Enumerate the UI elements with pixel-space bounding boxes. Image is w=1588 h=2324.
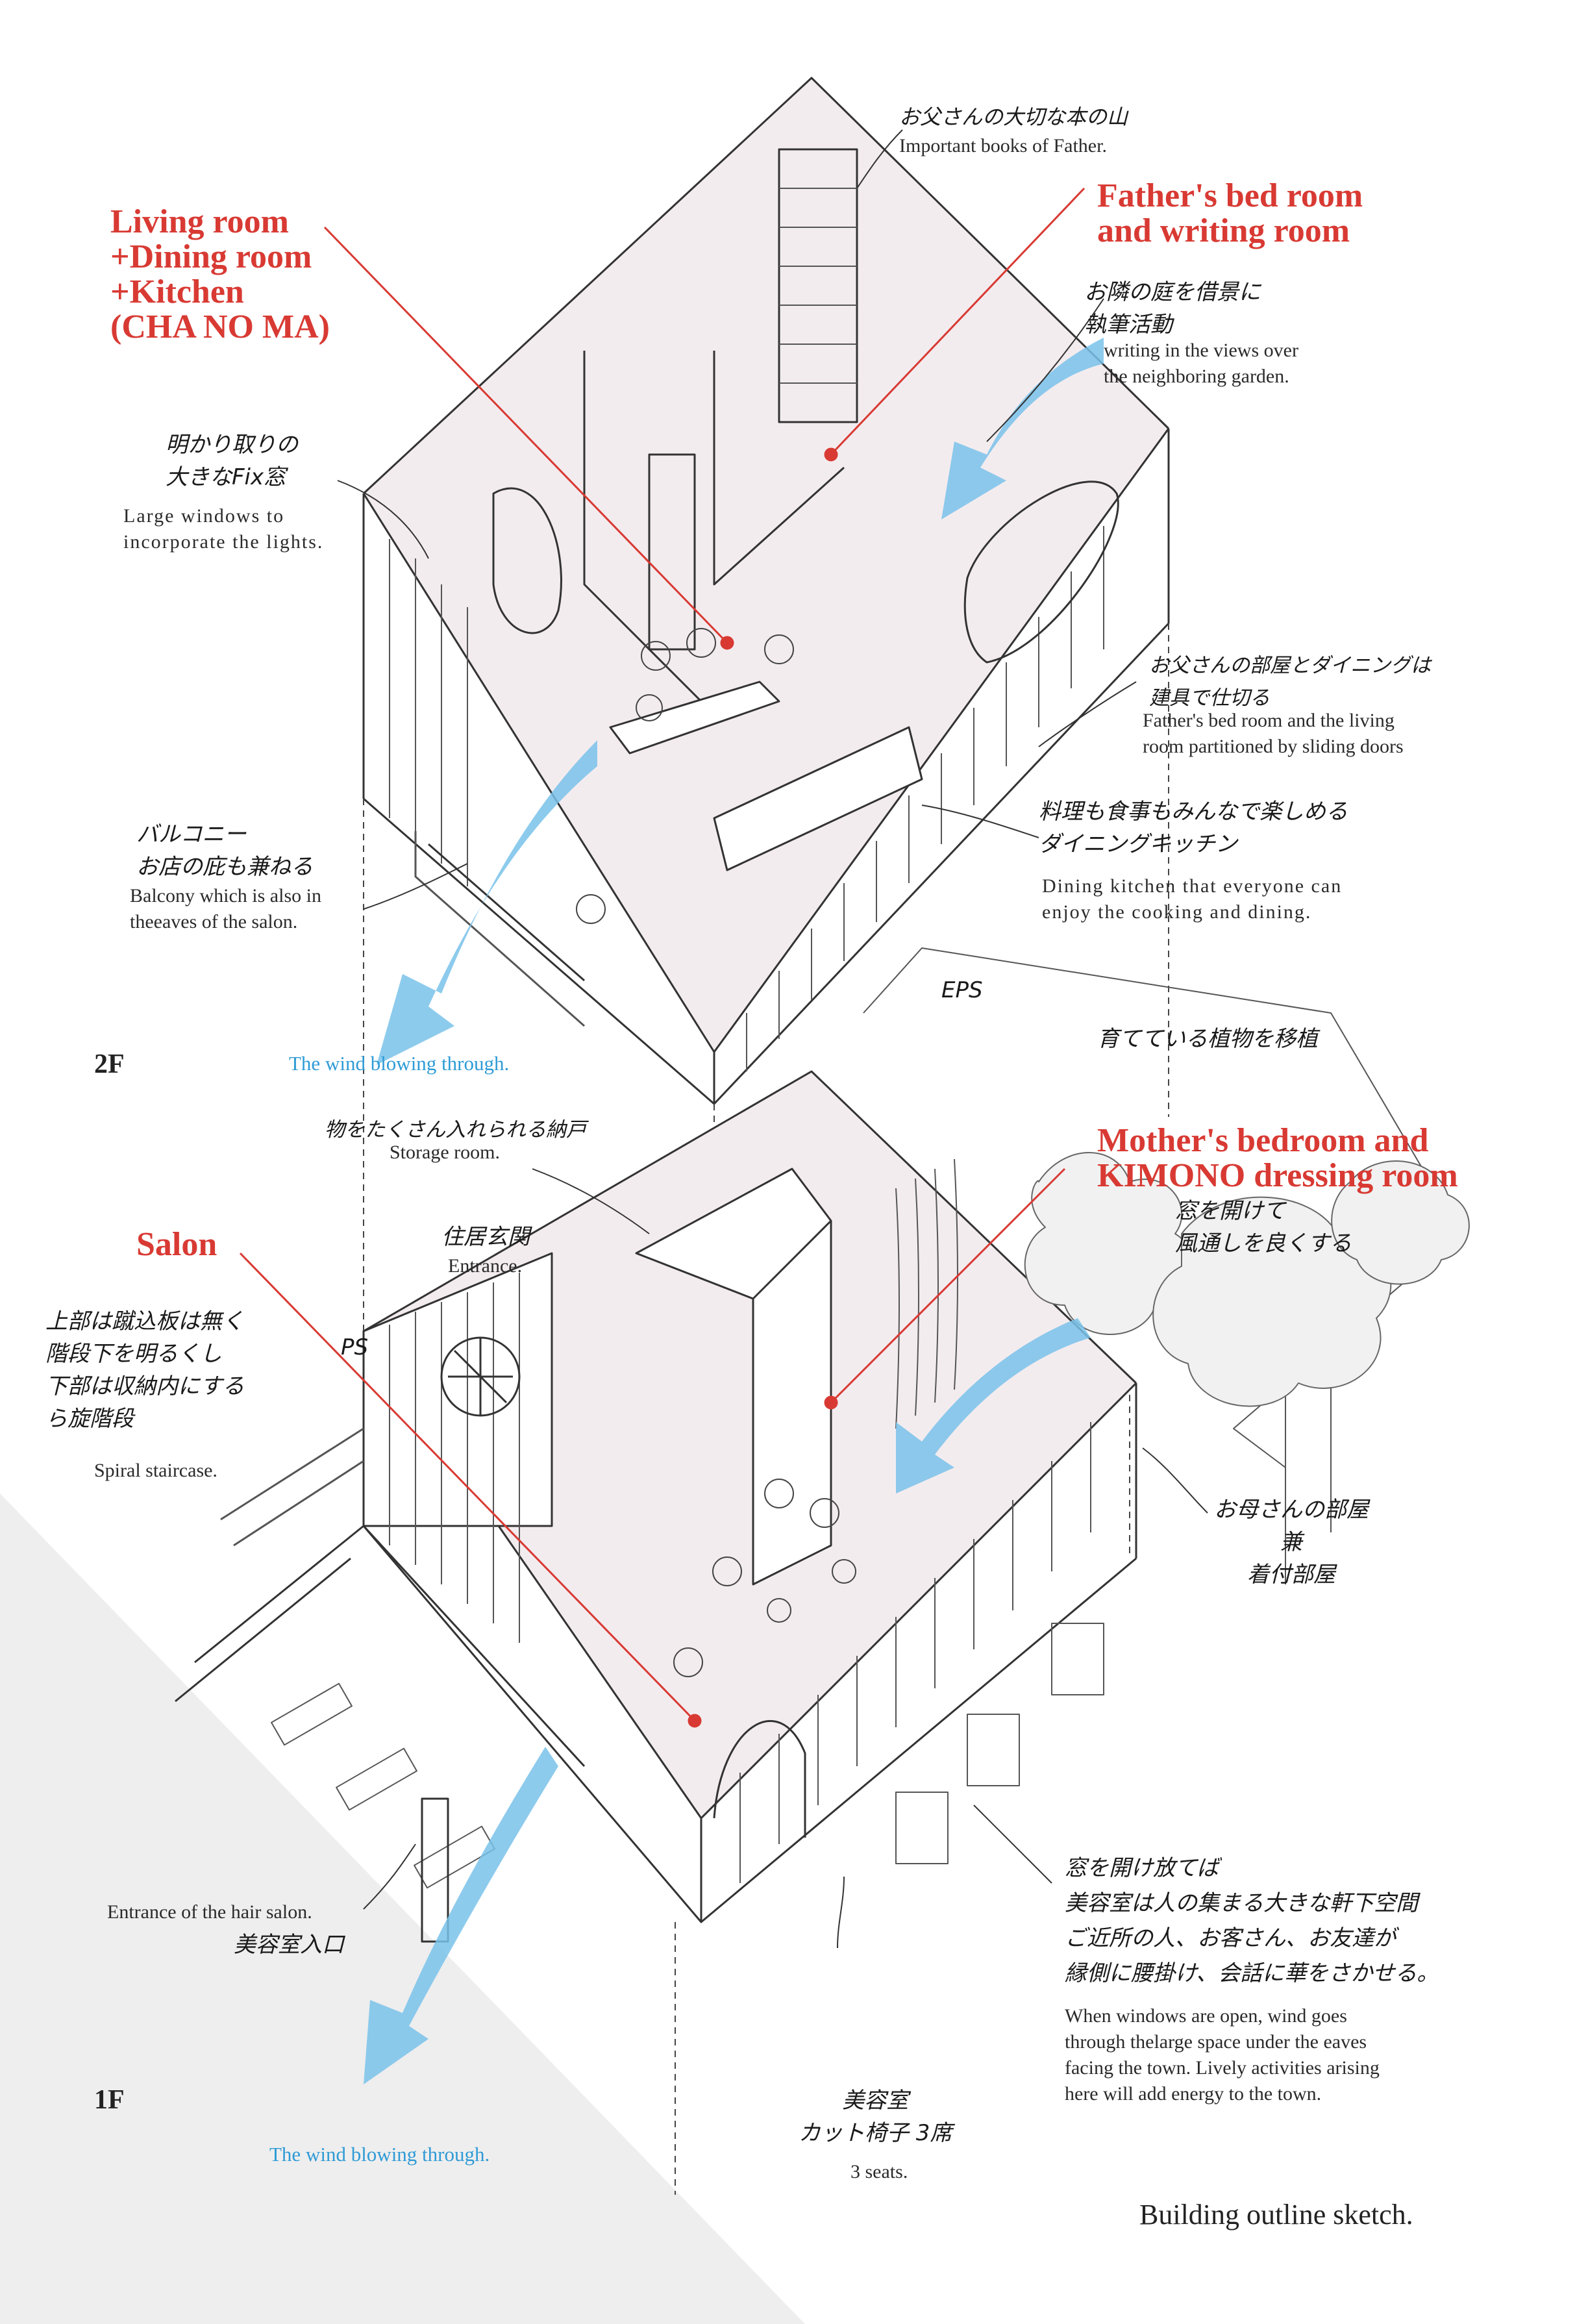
partition-note: Father's bed room and the living room pa… bbox=[1143, 710, 1404, 757]
storage-note: Storage room. bbox=[390, 1142, 500, 1163]
windows-note-jp: 明かり取りの 大きなFix窓 bbox=[166, 432, 298, 490]
balcony-note-jp: バルコニー お店の庇も兼ねる bbox=[136, 821, 313, 880]
garden-trees bbox=[1024, 1152, 1470, 1407]
writing-note-jp: お隣の庭を借景に 執筆活動 bbox=[1084, 279, 1261, 338]
floor-label-2f: 2F bbox=[94, 1049, 125, 1079]
wind-open-note: When windows are open, wind goes through… bbox=[1065, 2005, 1380, 2105]
father-room-label: Father's bed room and writing room bbox=[1097, 177, 1363, 249]
entrance-note-jp: 住居玄関 bbox=[441, 1224, 530, 1250]
dining-note-jp: 料理も食事もみんなで楽しめる ダイニングキッチン bbox=[1039, 799, 1348, 857]
wind-open-note-jp: 窓を開け放てば 美容室は人の集まる大きな軒下空間 ご近所の人、お客さん、お友達が… bbox=[1065, 1855, 1439, 1986]
salon-entrance-note-jp: 美容室入口 bbox=[234, 1932, 344, 1958]
background-triangle bbox=[0, 1493, 805, 2324]
partition-note-jp: お父さんの部屋とダイニングは 建具で仕切る bbox=[1149, 654, 1431, 710]
living-room-label: Living room +Dining room +Kitchen (CHA N… bbox=[110, 203, 330, 345]
ps-label: PS bbox=[341, 1334, 369, 1360]
storage-note-jp: 物をたくさん入れられる納戸 bbox=[325, 1118, 586, 1142]
books-note-jp: お父さんの大切な本の山 bbox=[899, 105, 1128, 129]
balcony-note: Balcony which is also in theeaves of the… bbox=[130, 885, 321, 932]
entrance-note: Entrance. bbox=[448, 1255, 523, 1277]
floor-2-slab bbox=[364, 78, 1169, 1052]
wind-arrows bbox=[364, 338, 1104, 2084]
wind-label-1f: The wind blowing through. bbox=[269, 2143, 490, 2166]
salon-entrance-note: Entrance of the hair salon. bbox=[107, 1901, 312, 1923]
writing-note: writing in the views over the neighborin… bbox=[1104, 340, 1298, 387]
eps-label: EPS bbox=[941, 977, 983, 1003]
mother-room-label: Mother's bedroom and KIMONO dressing roo… bbox=[1097, 1122, 1458, 1194]
dining-note: Dining kitchen that everyone can enjoy t… bbox=[1042, 875, 1343, 923]
floor-1-slab bbox=[364, 1071, 1136, 1818]
spiral-note-jp: 上部は蹴込板は無く 階段下を明るくし 下部は収納内にする ら旋階段 bbox=[45, 1308, 245, 1432]
plants-note-jp: 育てている植物を移植 bbox=[1097, 1026, 1318, 1052]
wind-label-2f: The wind blowing through. bbox=[289, 1052, 510, 1075]
floor-1-volume bbox=[175, 1070, 1137, 1943]
salon-seats-note-jp: 美容室 カット椅子 3席 bbox=[799, 2088, 952, 2146]
seats-note: 3 seats. bbox=[850, 2161, 908, 2182]
floor-2-volume bbox=[362, 77, 1170, 1105]
floor-label-1f: 1F bbox=[94, 2085, 125, 2115]
windows-note: Large windows to incorporate the lights. bbox=[123, 505, 324, 553]
mother-room-note-jp: お母さんの部屋 兼 着付部屋 bbox=[1214, 1497, 1369, 1588]
books-note: Important books of Father. bbox=[899, 135, 1107, 156]
windvent-note-jp: 窓を開けて 風通しを良くする bbox=[1175, 1198, 1352, 1256]
spiral-note: Spiral staircase. bbox=[94, 1460, 217, 1481]
salon-label: Salon bbox=[136, 1226, 217, 1263]
figure-caption: Building outline sketch. bbox=[1139, 2199, 1413, 2230]
